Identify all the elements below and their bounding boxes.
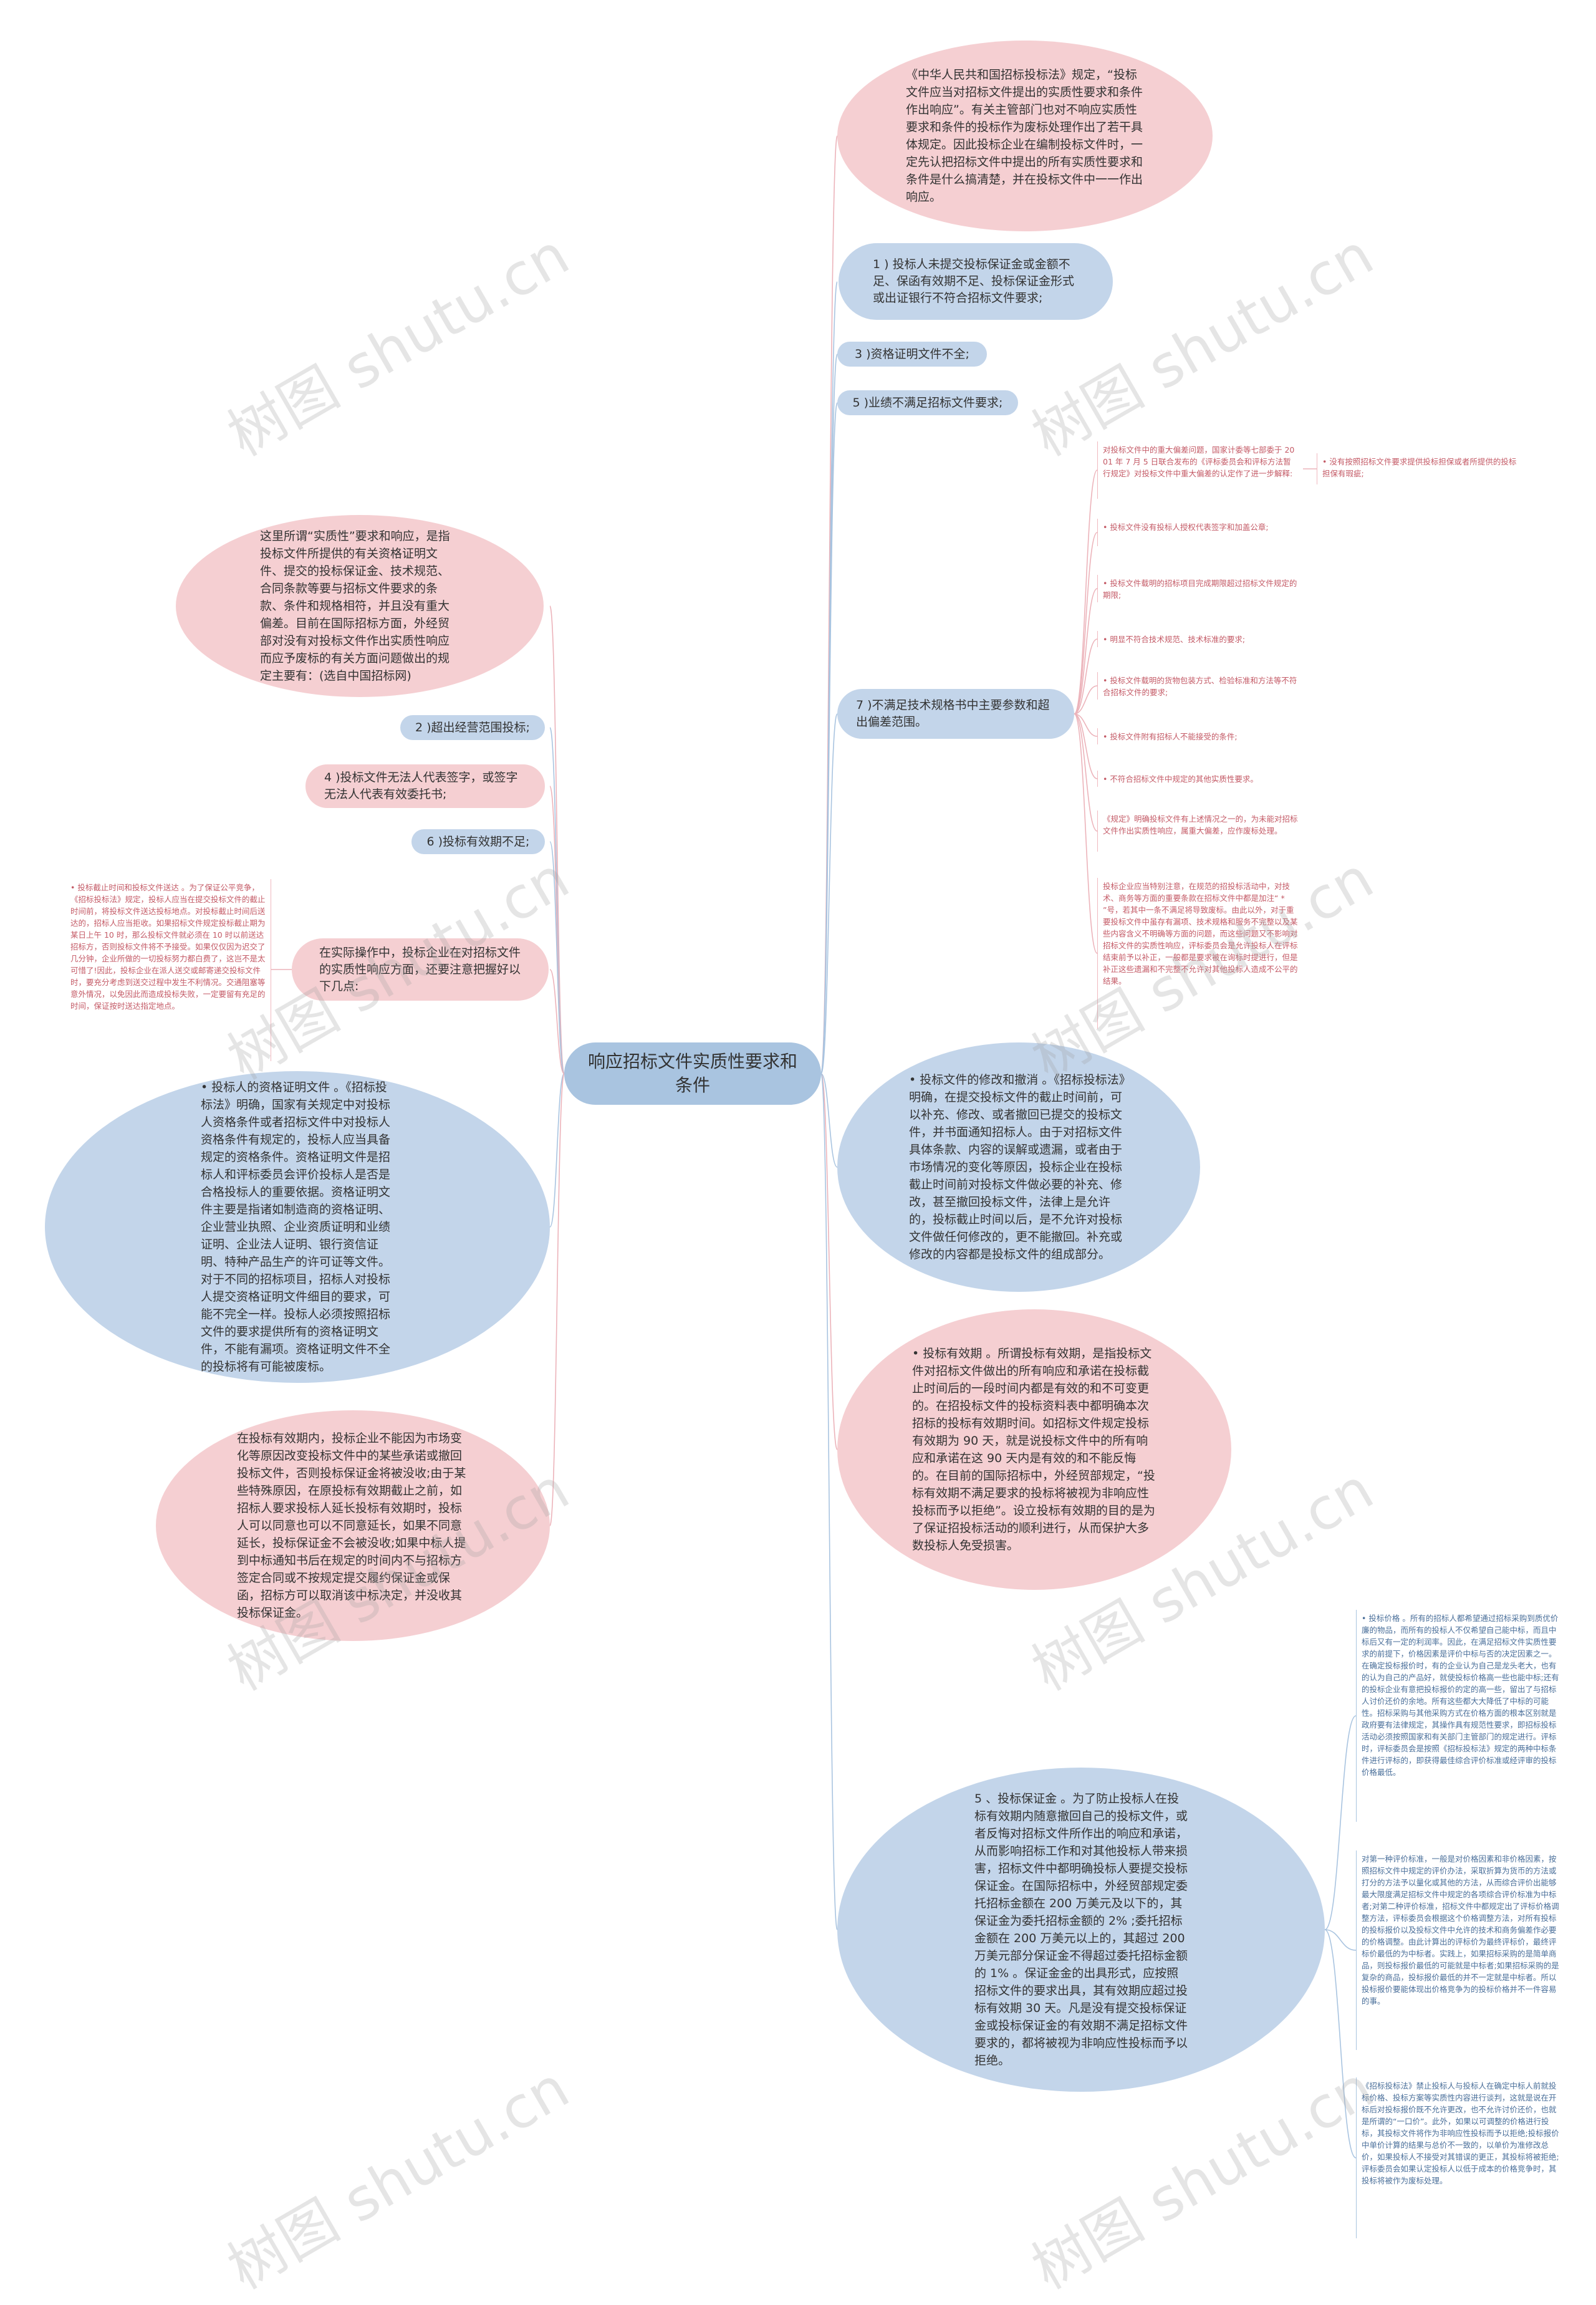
modify-text: • 投标文件的修改和撤消 。《招标投标法》明确，在提交投标文件的截止时间前，可以… bbox=[909, 1073, 1125, 1261]
item4-text: 4 )投标文件无法人代表签字，或签字无法人代表有效委托书; bbox=[324, 771, 518, 801]
link-item7-note-2 bbox=[1074, 588, 1098, 715]
link-item7-note-5 bbox=[1074, 713, 1098, 737]
practice-node[interactable]: 在实际操作中，投标企业在对招标文件的实质性响应方面，还要注意把握好以下几点: bbox=[292, 938, 549, 1001]
substance-text: 这里所谓“实质性”要求和响应，是指投标文件所提供的有关资格证明文件、提交的投标保… bbox=[260, 529, 450, 683]
link-left-6 bbox=[549, 1073, 565, 1526]
law-intro-text: 《中华人民共和国招标投标法》规定，“投标文件应当对招标文件提出的实质性要求和条件… bbox=[906, 68, 1143, 204]
item7-text: 7 )不满足技术规格书中主要参数和超出偏差范围。 bbox=[856, 698, 1050, 729]
root-label: 响应招标文件实质性要求和条件 bbox=[587, 1051, 797, 1095]
link-item7-note-3 bbox=[1074, 638, 1098, 715]
practice-text: 在实际操作中，投标企业在对招标文件的实质性响应方面，还要注意把握好以下几点: bbox=[319, 945, 521, 993]
bond-note-0: • 投标价格 。所有的招标人都希望通过招标采购到质优价廉的物品，而所有的投标人不… bbox=[1356, 1610, 1568, 1822]
item7-note-7: 《规定》明确投标文件有上述情况之一的，为未能对招标文件作出实质性响应，属重大偏差… bbox=[1097, 811, 1303, 852]
item7-note-5: • 投标文件附有招标人不能接受的条件; bbox=[1097, 728, 1303, 744]
item1-note: • 没有按照招标文件要求提供投标担保或者所提供的投标担保有瑕疵; bbox=[1317, 453, 1522, 484]
item3-text: 3 )资格证明文件不全; bbox=[855, 347, 969, 361]
link-right-5 bbox=[820, 1073, 838, 1168]
link-left-0 bbox=[549, 605, 565, 1074]
item7-note-4: • 投标文件载明的货物包装方式、检验标准和方法等不符合招标文件的要求; bbox=[1097, 672, 1303, 700]
link-bond-note-0 bbox=[1324, 1715, 1357, 1930]
item6-text: 6 )投标有效期不足; bbox=[426, 834, 530, 849]
link-right-4 bbox=[820, 713, 838, 1074]
item3-node[interactable]: 3 )资格证明文件不全; bbox=[837, 342, 987, 367]
item6-node[interactable]: 6 )投标有效期不足; bbox=[411, 829, 545, 854]
root-node[interactable]: 响应招标文件实质性要求和条件 bbox=[564, 1042, 821, 1105]
link-item7-note-7 bbox=[1074, 713, 1098, 832]
item1-text: 1 ) 投标人未提交投标保证金或金额不足、保函有效期不足、投标保证金形式或出证银… bbox=[873, 257, 1075, 305]
link-left-5 bbox=[549, 1073, 565, 1228]
link-item7-note-6 bbox=[1074, 713, 1098, 779]
validity-node[interactable]: • 投标有效期 。所谓投标有效期，是指投标文件对招标文件做出的所有响应和承诺在投… bbox=[837, 1309, 1231, 1590]
link-right-7 bbox=[820, 1073, 838, 1930]
qualification-text: • 投标人的资格证明文件 。《招标投标法》明确，国家有关规定中对投标人资格条件或… bbox=[201, 1080, 391, 1374]
link-item7-note-1 bbox=[1074, 532, 1098, 715]
bond-note-2: 《招标投标法》禁止投标人与投标人在确定中标人前就投标价格、投标方案等实质性内容进… bbox=[1356, 2077, 1568, 2238]
item7-node[interactable]: 7 )不满足技术规格书中主要参数和超出偏差范围。 bbox=[837, 689, 1074, 739]
item5-text: 5 )业绩不满足招标文件要求; bbox=[852, 395, 1003, 410]
link-right-0 bbox=[820, 135, 838, 1074]
item7-note-2: • 投标文件载明的招标项目完成期限超过招标文件规定的期限; bbox=[1097, 575, 1303, 602]
bond-text: 5 、投标保证金 。为了防止投标人在投标有效期内随意撤回自己的投标文件，或者反悔… bbox=[974, 1792, 1189, 2067]
modify-node[interactable]: • 投标文件的修改和撤消 。《招标投标法》明确，在提交投标文件的截止时间前，可以… bbox=[837, 1042, 1200, 1292]
link-item7-note-4 bbox=[1074, 685, 1098, 715]
validity-text: • 投标有效期 。所谓投标有效期，是指投标文件对招标文件做出的所有响应和承诺在投… bbox=[912, 1347, 1155, 1552]
link-left-4 bbox=[549, 969, 565, 1074]
link-right-6 bbox=[820, 1073, 838, 1450]
item1-node[interactable]: 1 ) 投标人未提交投标保证金或金额不足、保函有效期不足、投标保证金形式或出证银… bbox=[839, 243, 1113, 320]
link-item7-note-8 bbox=[1074, 713, 1098, 954]
law-intro-node[interactable]: 《中华人民共和国招标投标法》规定，“投标文件应当对招标文件提出的实质性要求和条件… bbox=[837, 41, 1213, 231]
bond-note-1: 对第一种评价标准，一般是对价格因素和非价格因素，按照招标文件中规定的评价办法，采… bbox=[1356, 1850, 1568, 2050]
link-bond-note-2 bbox=[1324, 1929, 1357, 2158]
link-bond-note-1 bbox=[1324, 1929, 1357, 1951]
item7-note-3: • 明显不符合技术规范、技术标准的要求; bbox=[1097, 631, 1303, 647]
item7-note-6: • 不符合招标文件中规定的其他实质性要求。 bbox=[1097, 771, 1303, 787]
item7-note-8: 投标企业应当特别注意，在规范的招投标活动中，对技术、商务等方面的重要条款在招标文… bbox=[1097, 878, 1303, 1029]
practice-note: • 投标截止时间和投标文件送达 。为了保证公平竞争，《招标投标法》规定，投标人应… bbox=[65, 879, 271, 1061]
item4-node[interactable]: 4 )投标文件无法人代表签字，或签字无法人代表有效委托书; bbox=[305, 764, 545, 808]
bond-node[interactable]: 5 、投标保证金 。为了防止投标人在投标有效期内随意撤回自己的投标文件，或者反悔… bbox=[837, 1768, 1325, 2092]
bond-period-text: 在投标有效期内，投标企业不能因为市场变化等原因改变投标文件中的某些承诺或撤回投标… bbox=[237, 1432, 466, 1620]
link-left-3 bbox=[549, 841, 565, 1074]
link-right-3 bbox=[820, 402, 838, 1074]
link-item7-note-0 bbox=[1074, 469, 1098, 715]
item7-note-0: 对投标文件中的重大偏差问题，国家计委等七部委于 2001 年 7 月 5 日联合… bbox=[1097, 441, 1303, 499]
substance-node[interactable]: 这里所谓“实质性”要求和响应，是指投标文件所提供的有关资格证明文件、提交的投标保… bbox=[176, 515, 544, 697]
bond-period-node[interactable]: 在投标有效期内，投标企业不能因为市场变化等原因改变投标文件中的某些承诺或撤回投标… bbox=[156, 1410, 550, 1641]
qualification-node[interactable]: • 投标人的资格证明文件 。《招标投标法》明确，国家有关规定中对投标人资格条件或… bbox=[45, 1071, 550, 1383]
item2-node[interactable]: 2 )超出经营范围投标; bbox=[400, 715, 545, 740]
item5-node[interactable]: 5 )业绩不满足招标文件要求; bbox=[837, 390, 1018, 415]
item2-text: 2 )超出经营范围投标; bbox=[415, 720, 530, 734]
item7-note-1: • 投标文件没有投标人授权代表签字和加盖公章; bbox=[1097, 519, 1303, 546]
